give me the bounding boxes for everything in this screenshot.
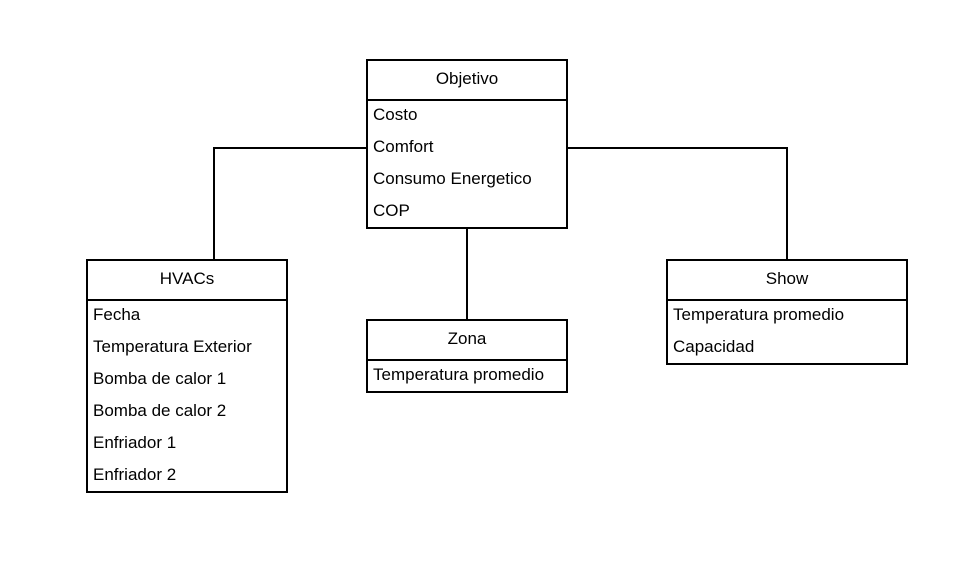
entity-zona[interactable]: Zona Temperatura promedio xyxy=(366,319,568,393)
entity-title: Objetivo xyxy=(368,61,566,101)
entity-field: Bomba de calor 1 xyxy=(93,369,227,388)
entity-field-list: Fecha Temperatura Exterior Bomba de calo… xyxy=(88,301,286,494)
entity-field-list: Costo Comfort Consumo Energetico COP xyxy=(368,101,566,230)
entity-show[interactable]: Show Temperatura promedio Capacidad xyxy=(666,259,908,365)
entity-objetivo[interactable]: Objetivo Costo Comfort Consumo Energetic… xyxy=(366,59,568,229)
entity-field: Temperatura promedio xyxy=(373,365,545,384)
entity-field: Bomba de calor 2 xyxy=(93,401,227,420)
entity-field: Consumo Energetico xyxy=(373,169,532,188)
entity-field: Fecha xyxy=(93,305,141,324)
entity-hvacs[interactable]: HVACs Fecha Temperatura Exterior Bomba d… xyxy=(86,259,288,493)
connector-objetivo-show xyxy=(568,147,788,259)
entity-field: COP xyxy=(373,201,410,220)
connector-objetivo-hvacs xyxy=(213,147,366,259)
entity-title: Zona xyxy=(368,321,566,361)
entity-field-list: Temperatura promedio Capacidad xyxy=(668,301,906,366)
entity-title: Show xyxy=(668,261,906,301)
entity-title: HVACs xyxy=(88,261,286,301)
entity-field: Temperatura promedio xyxy=(673,305,845,324)
entity-field: Comfort xyxy=(373,137,434,156)
entity-field: Enfriador 1 xyxy=(93,433,177,452)
entity-field: Capacidad xyxy=(673,337,755,356)
entity-field-list: Temperatura promedio xyxy=(368,361,566,394)
entity-field: Temperatura Exterior xyxy=(93,337,252,356)
entity-field: Costo xyxy=(373,105,418,124)
entity-field: Enfriador 2 xyxy=(93,465,177,484)
